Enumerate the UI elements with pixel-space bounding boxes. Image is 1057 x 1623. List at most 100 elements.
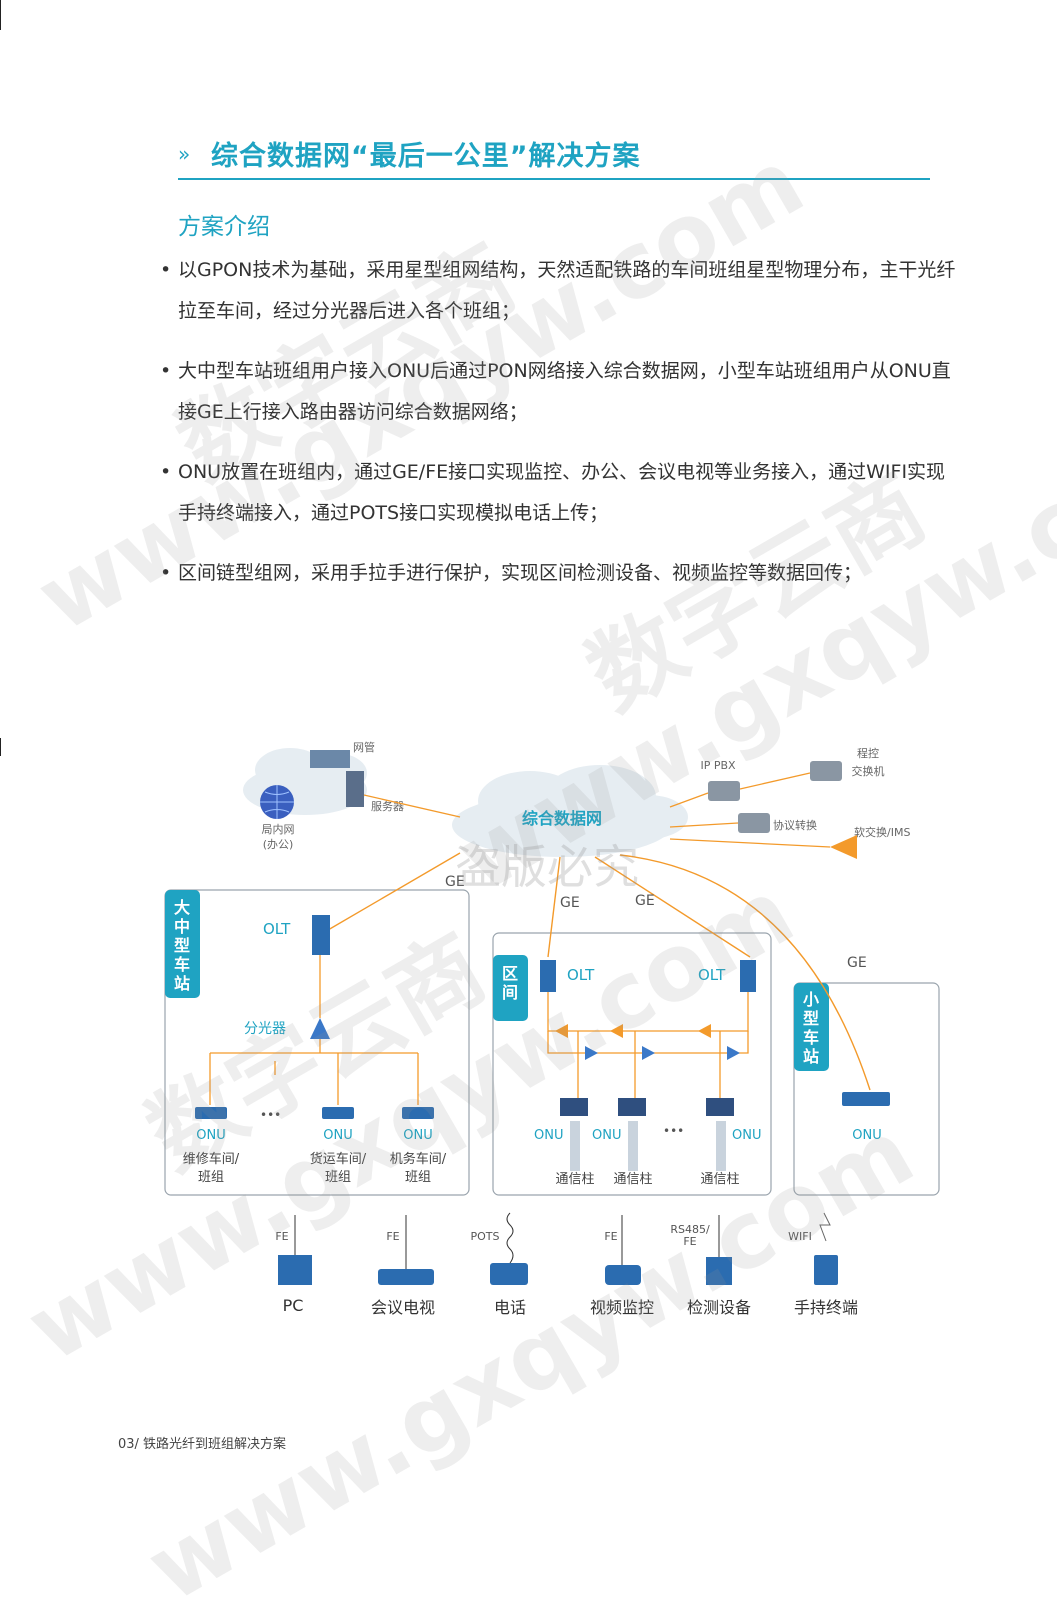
workshop-label: 班组 [198,1170,224,1185]
onu-label: ONU [196,1128,225,1143]
program-switch-icon [810,761,842,781]
wifi-icon [819,1212,831,1242]
section-tag [493,955,528,1021]
splitter-icon [642,1046,655,1060]
ge-label-3: GE [635,893,655,909]
softswitch-icon [830,835,857,859]
softswitch-label: 软交换/IMS [854,825,910,839]
olt-label: OLT [567,966,595,984]
iface-label: FE [604,1230,617,1243]
main-cloud-icon [452,765,688,857]
onu-icon [195,1107,227,1119]
splitter-icon [698,1024,711,1038]
lan-label-2: (办公) [263,838,294,851]
program-switch-label-1: 程控 [857,746,879,760]
onu-label: ONU [852,1128,881,1143]
section-label: 区间 [502,964,518,1002]
network-diagram: 大中型车站 区间 小型车站 综合数据网 网管 服务器 局内网 (办公) IP P… [164,740,940,1317]
phone-cord [506,1212,514,1264]
olt-label: OLT [698,966,726,984]
olt-icon [540,960,556,992]
page-title: 综合数据网“最后一公里”解决方案 [211,141,641,172]
crop-mark-top [0,0,15,30]
protocol-label: 协议转换 [773,818,817,832]
phone-icon [490,1263,528,1285]
protocol-converter-icon [738,813,770,833]
onu-icon [322,1107,354,1119]
pole-label: 通信柱 [555,1172,594,1187]
ge-label-1: GE [445,874,465,890]
big-station-links [209,955,419,1105]
ge-label-4: GE [847,955,867,971]
splitter-icon [585,1046,598,1060]
small-station-tag [794,983,829,1071]
onu-label: ONU [534,1128,563,1143]
onu-label: ONU [323,1128,352,1143]
splitter-icon [555,1024,568,1038]
small-station-frame [793,982,940,1196]
terminal-label: 电话 [494,1298,526,1317]
terminal-label: 手持终端 [794,1298,858,1317]
bullet-item: 大中型车站班组用户接入ONU后通过PON网络接入综合数据网，小型车站班组用户从O… [160,351,960,433]
splitter-icon [727,1046,740,1060]
pole-icon [628,1121,638,1171]
onu-label: ONU [403,1128,432,1143]
section-ring [547,992,749,1105]
pc-icon [278,1255,312,1285]
big-station-label: 大中型车站 [174,898,190,993]
uplinks [327,852,871,1091]
onu-label: ONU [732,1128,761,1143]
page-footer: 03/ 铁路光纤到班组解决方案 [118,1437,287,1452]
chevron-icon: » [178,142,191,166]
core-links [363,772,831,848]
bullet-item: 以GPON技术为基础，采用星型组网结构，天然适配铁路的车间班组星型物理分布，主干… [160,250,960,332]
olt-icon [312,915,330,955]
pole-label: 通信柱 [700,1172,739,1187]
workshop-label: 班组 [405,1170,431,1185]
workshop-label: 机务车间/ [390,1151,447,1167]
workshop-label: 货运车间/ [310,1151,367,1167]
crop-mark-left [0,738,1,756]
terminal-label: 视频监控 [590,1298,654,1317]
terminal-row [278,1255,838,1285]
section-header: » 综合数据网“最后一公里”解决方案 [178,132,930,180]
onu-icon [842,1092,890,1106]
workshop-label: 维修车间/ [183,1151,240,1167]
server-icon [346,771,364,807]
section-subtitle: 方案介绍 [178,214,270,240]
section-frame [492,932,772,1196]
solar-panel-icon [706,1098,734,1116]
olt-label: OLT [263,920,291,938]
splitter-icon [310,1018,330,1039]
bullet-item: 区间链型组网，采用手拉手进行保护，实现区间检测设备、视频监控等数据回传； [160,553,960,594]
iface-label: RS485/FE [670,1223,710,1248]
terminal-label: 检测设备 [687,1298,751,1317]
camera-icon [605,1265,641,1285]
pole-icon [716,1121,726,1171]
pole-icon [570,1121,580,1171]
main-cloud-label: 综合数据网 [522,809,602,828]
big-station-tag [165,890,200,998]
solar-panel-icon [618,1098,646,1116]
terminal-label: PC [283,1296,304,1315]
bullet-item: ONU放置在班组内，通过GE/FE接口实现监控、办公、会议电视等业务接入，通过W… [160,452,960,534]
big-station-frame [164,889,470,1196]
ip-pbx-label: IP PBX [700,759,736,772]
ip-pbx-icon [708,781,740,801]
ellipsis-2: ••• [663,1124,684,1138]
iface-label: POTS [471,1230,500,1243]
net-mgmt-icon [310,750,350,768]
bullet-list: 以GPON技术为基础，采用星型组网结构，天然适配铁路的车间班组星型物理分布，主干… [160,250,960,613]
iface-label: WIFI [788,1230,812,1243]
detector-icon [706,1257,732,1285]
iface-label: FE [275,1230,288,1243]
onu-icon [402,1107,434,1119]
net-mgmt-label: 网管 [353,740,375,754]
program-switch-label-2: 交换机 [852,764,885,778]
solar-panel-icon [560,1098,588,1116]
ge-label-2: GE [560,895,580,911]
iface-label: FE [386,1230,399,1243]
splitter-icon [610,1024,623,1038]
server-label: 服务器 [371,800,404,813]
video-conference-icon [378,1269,434,1285]
